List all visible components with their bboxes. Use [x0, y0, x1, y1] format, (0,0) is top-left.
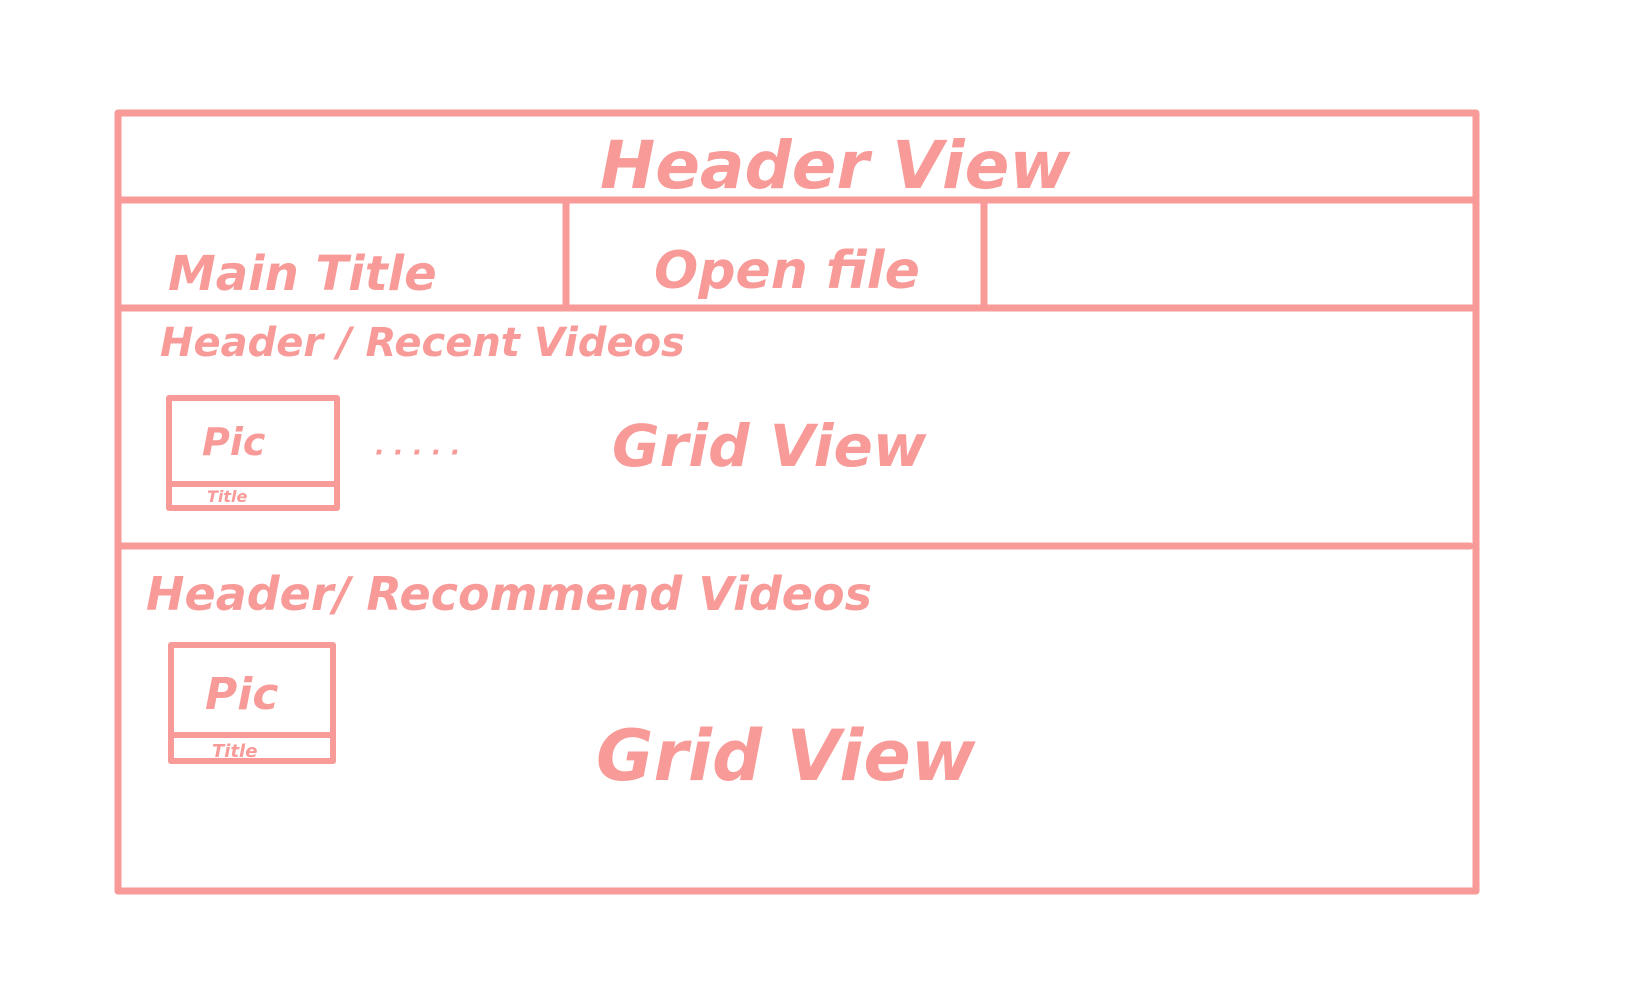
recommend-video-card[interactable]: Pic Title — [168, 642, 336, 764]
nav-bar: Main Title Open file — [114, 196, 1480, 312]
recommend-videos-section: Header/ Recommend Videos Pic Title Grid … — [146, 567, 976, 797]
recommend-card-frame — [168, 642, 336, 764]
recommend-card-pic-label: Pic — [205, 669, 278, 720]
recent-card-title-label: Title — [207, 487, 248, 506]
recent-grid-view-label: Grid View — [612, 412, 927, 480]
header-view-label: Header View — [600, 127, 1071, 204]
recent-more-dots: · · · · · — [374, 438, 460, 468]
header-view: Header View — [114, 127, 1480, 204]
recommend-card-title-label: Title — [212, 741, 257, 762]
recommend-grid-view-label: Grid View — [596, 715, 976, 797]
recommend-videos-header: Header/ Recommend Videos — [146, 567, 872, 621]
open-file-button[interactable]: Open file — [654, 241, 920, 301]
outer-border — [114, 109, 1480, 895]
recent-card-pic-label: Pic — [202, 420, 266, 464]
app-frame — [114, 109, 1480, 895]
main-title-label[interactable]: Main Title — [168, 246, 437, 302]
recent-card-frame — [166, 395, 340, 511]
recent-videos-header: Header / Recent Videos — [160, 320, 685, 366]
recent-videos-section: Header / Recent Videos Pic Title · · · ·… — [160, 320, 927, 511]
recent-video-card[interactable]: Pic Title — [166, 395, 340, 511]
